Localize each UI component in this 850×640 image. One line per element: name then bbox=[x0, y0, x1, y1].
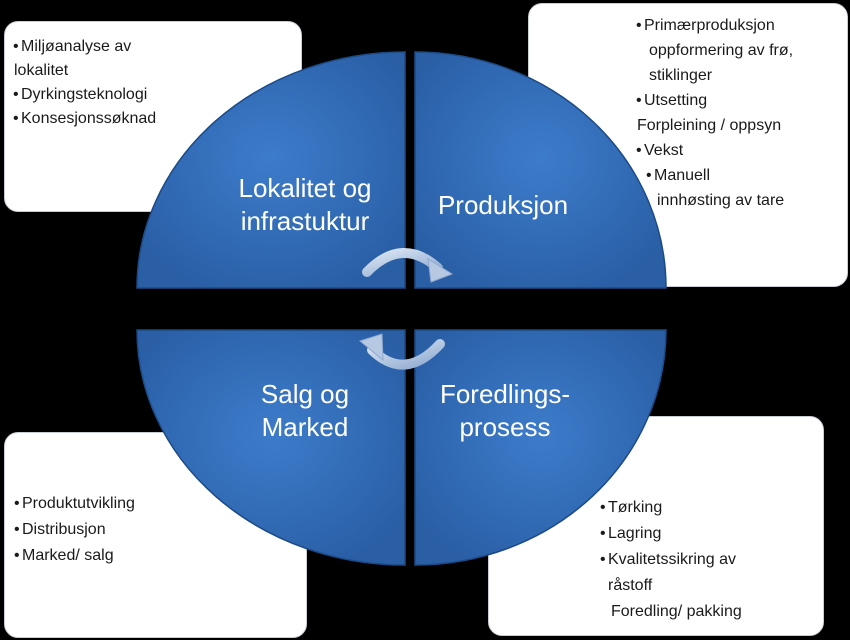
box-list: Miljøanalyse av lokalitet Dyrkingsteknol… bbox=[13, 35, 156, 131]
label-bottom-left-line2: Marked bbox=[262, 412, 349, 442]
cycle-arrow-icon bbox=[358, 333, 445, 370]
list-item: oppformering av frø, bbox=[649, 42, 794, 59]
list-item: Manuell bbox=[646, 163, 793, 188]
cycle-arrow-icon bbox=[362, 248, 454, 283]
quadrant-bottom-left bbox=[136, 329, 406, 566]
list-item: Forpleining / oppsyn bbox=[637, 117, 782, 134]
label-top-left-line2: infrastuktur bbox=[241, 206, 370, 236]
list-item: Foredling/ pakking bbox=[611, 603, 742, 620]
list-item: Kvalitetssikring av bbox=[600, 547, 742, 573]
list-item: Lagring bbox=[600, 521, 742, 547]
list-item: Marked/ salg bbox=[14, 543, 135, 569]
quadrant-bottom-right bbox=[414, 329, 667, 566]
box-list: Tørking Lagring Kvalitetssikring av råst… bbox=[600, 495, 742, 625]
list-item: råstoff bbox=[608, 577, 653, 594]
list-item: Dyrkingsteknologi bbox=[13, 83, 156, 107]
label-bottom-right-line1: Foredlings- bbox=[440, 379, 570, 409]
list-item: Miljøanalyse av bbox=[13, 35, 156, 59]
list-item: Konsesjonssøknad bbox=[13, 107, 156, 131]
list-item: innhøsting av tare bbox=[657, 192, 785, 209]
label-top-right: Produksjon bbox=[438, 190, 568, 220]
list-item: stiklinger bbox=[649, 67, 713, 84]
box-list: Primærproduksjon oppformering av frø, st… bbox=[636, 13, 794, 213]
list-item: Tørking bbox=[600, 495, 742, 521]
list-item: Distribusjon bbox=[14, 517, 135, 543]
list-item: Utsetting bbox=[636, 88, 793, 113]
label-bottom-left-line1: Salg og bbox=[261, 379, 349, 409]
label-bottom-right-line2: prosess bbox=[459, 412, 550, 442]
quadrant-top-left bbox=[136, 51, 406, 289]
quadrant-top-right bbox=[414, 51, 667, 289]
list-item: Produktutvikling bbox=[14, 491, 135, 517]
list-item: Primærproduksjon bbox=[636, 13, 793, 38]
list-item: Vekst bbox=[636, 138, 793, 163]
label-top-left-line1: Lokalitet og bbox=[239, 173, 372, 203]
box-list: Produktutvikling Distribusjon Marked/ sa… bbox=[14, 491, 135, 569]
list-item: lokalitet bbox=[14, 62, 69, 79]
